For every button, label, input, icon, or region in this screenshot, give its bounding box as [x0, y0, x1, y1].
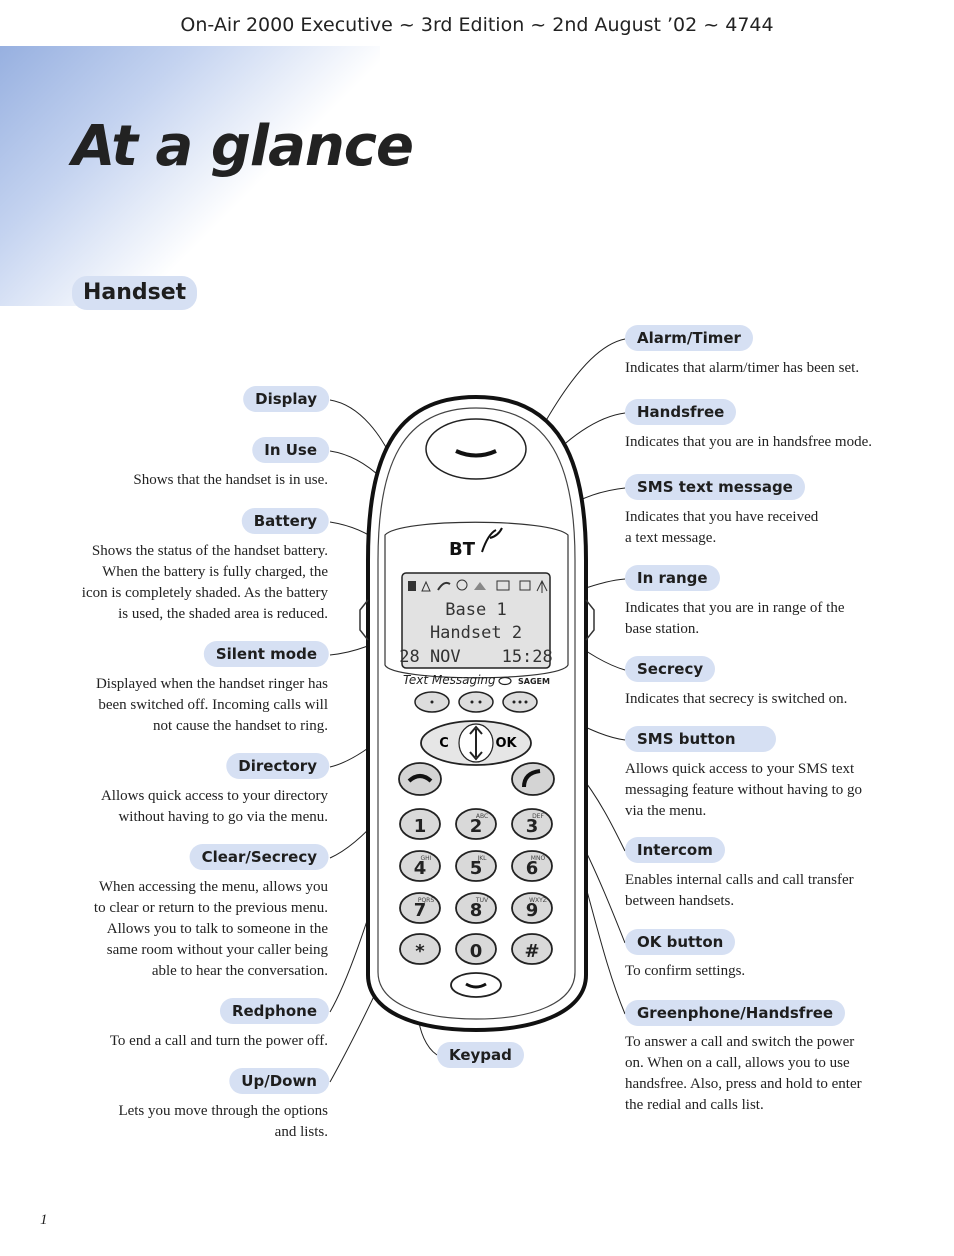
label-up-down: Up/Down — [229, 1068, 329, 1094]
desc-redphone: To end a call and turn the power off. — [109, 1033, 328, 1049]
lcd-line-2: Handset 2 — [430, 623, 522, 643]
redphone-key — [398, 762, 442, 796]
key-hash: # — [511, 933, 553, 965]
section-heading: Handset — [72, 276, 198, 310]
label-in-use: In Use — [252, 437, 329, 463]
lcd-status-icons — [408, 579, 548, 593]
key-digit: 8 — [470, 900, 483, 921]
label-redphone: Redphone — [219, 998, 329, 1024]
text-messaging-label: Text Messaging — [403, 673, 496, 687]
running-header: On-Air 2000 Executive ~ 3rd Edition ~ 2n… — [180, 14, 774, 36]
key-digit: 6 — [526, 858, 539, 879]
page-title: At a glance — [72, 114, 414, 179]
label-ok-button: OK button — [625, 929, 736, 955]
key-0: 0 — [455, 933, 497, 965]
lcd-line-3: 28 NOV 15:28 — [399, 647, 553, 667]
key-digit: 7 — [414, 900, 427, 921]
clear-key-label: C — [439, 736, 449, 751]
key-letters: TUV — [475, 897, 489, 904]
key-1: 1 — [399, 808, 441, 840]
greenphone-key — [511, 762, 555, 796]
desc-alarm-timer: Indicates that alarm/timer has been set. — [625, 360, 860, 376]
bt-piper-icon — [481, 527, 503, 553]
ok-key-label: OK — [495, 736, 517, 751]
desc-secrecy: Indicates that secrecy is switched on. — [625, 691, 848, 707]
lcd-line-1: Base 1 — [445, 600, 506, 620]
label-silent-mode: Silent mode — [203, 641, 329, 667]
key-star: * — [399, 933, 441, 965]
desc-handsfree: Indicates that you are in handsfree mode… — [625, 434, 872, 450]
key-digit: 3 — [526, 816, 539, 837]
label-greenphone-handsfree: Greenphone/Handsfree — [625, 1000, 846, 1026]
label-secrecy: Secrecy — [625, 656, 716, 682]
label-sms-text-message: SMS text message — [625, 474, 805, 500]
key-letters: WXYZ — [529, 897, 547, 904]
desc-in-use: Shows that the handset is in use. — [133, 472, 328, 488]
label-alarm-timer: Alarm/Timer — [625, 325, 753, 351]
desc-ok-button: To confirm settings. — [625, 963, 746, 979]
corner-gradient — [0, 46, 380, 306]
key-digit: 9 — [526, 900, 539, 921]
desc-battery: Shows the status of the handset battery.… — [81, 543, 328, 622]
softkeys — [414, 691, 538, 713]
key-letters: ABC — [476, 813, 488, 820]
page-number: 1 — [40, 1212, 48, 1228]
key-letters: MNO — [531, 855, 546, 862]
label-display: Display — [243, 386, 329, 412]
label-battery: Battery — [241, 508, 329, 534]
updown-arrow-icon — [469, 725, 483, 761]
label-keypad: Keypad — [437, 1042, 524, 1068]
label-sms-button: SMS button — [625, 726, 776, 752]
desc-intercom: Enables internal calls and call transfer… — [625, 872, 854, 909]
key-letters: DEF — [532, 813, 544, 820]
label-directory: Directory — [226, 753, 329, 779]
sagem-logo: SAGEM — [518, 677, 550, 686]
key-digit: 0 — [470, 941, 483, 962]
key-digit: 5 — [470, 858, 483, 879]
label-in-range: In range — [625, 565, 720, 591]
bt-logo: BT — [449, 539, 476, 560]
redphone-icon — [407, 774, 433, 783]
key-letters: GHI — [421, 855, 432, 862]
key-digit: 1 — [414, 816, 427, 837]
key-digit: # — [524, 941, 539, 962]
label-clear-secrecy: Clear/Secrecy — [189, 844, 329, 870]
key-letters: PQRS — [418, 897, 435, 904]
key-letters: JKL — [476, 855, 487, 862]
key-digit: 4 — [414, 858, 427, 879]
greenphone-icon — [522, 769, 541, 788]
key-digit: 2 — [470, 816, 483, 837]
label-handsfree: Handsfree — [625, 399, 737, 425]
key-digit: * — [415, 941, 425, 962]
label-intercom: Intercom — [625, 837, 725, 863]
